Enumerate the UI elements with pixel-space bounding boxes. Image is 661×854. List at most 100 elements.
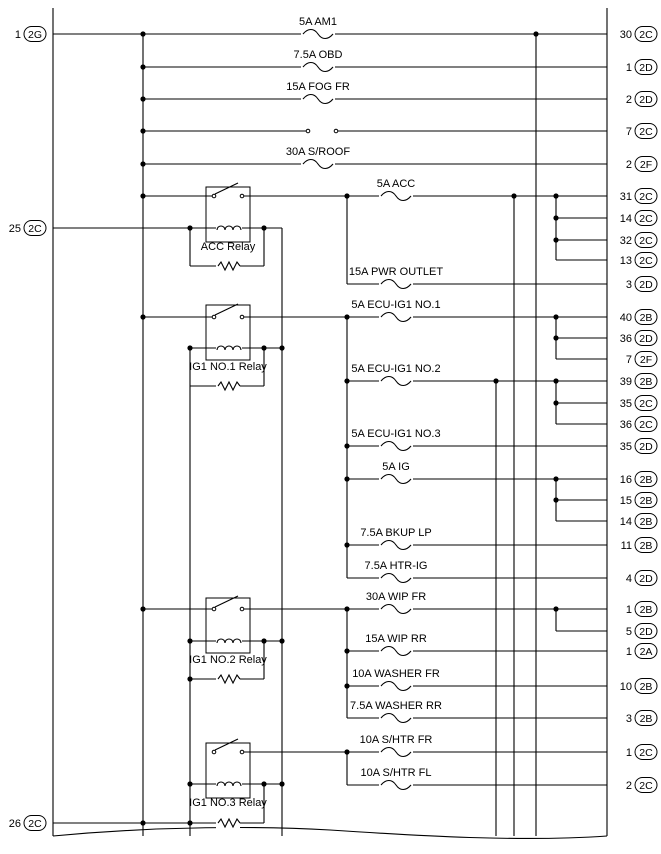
connector-badge [634, 123, 658, 139]
coil-gap [216, 779, 240, 789]
connector-pin: 2 [626, 780, 632, 792]
connector-pin: 36 [620, 333, 632, 345]
connector-badge [634, 471, 658, 487]
connector-pin: 31 [620, 191, 632, 203]
connector-pin: 1 [626, 747, 632, 759]
junction-dot [553, 215, 559, 221]
connector-id: 2D [639, 62, 653, 74]
connector-id: 2F [640, 354, 652, 366]
connector-badge [634, 395, 658, 411]
connector-pin: 10 [620, 681, 632, 693]
junction-dot [344, 193, 350, 199]
relay-label: IG1 NO.2 Relay [189, 654, 267, 666]
connector-badge [634, 744, 658, 760]
connector-pin: 1 [626, 646, 632, 658]
fuse-symbol [302, 28, 334, 40]
connector-id: 2D [639, 94, 653, 106]
fuse-label: 5A ECU-IG1 NO.3 [351, 428, 440, 440]
connector-badge [634, 570, 658, 586]
fuse-label: 30A WIP FR [366, 591, 426, 603]
fuse-symbol [302, 61, 334, 73]
connector-id: 2A [640, 646, 653, 658]
connector-badge [23, 26, 47, 42]
connector-id: 2B [640, 713, 653, 725]
fuse-symbol [380, 645, 412, 657]
connector-pin: 2 [626, 94, 632, 106]
connector-badge [634, 188, 658, 204]
connector-pin: 16 [620, 474, 632, 486]
junction-dot [344, 476, 350, 482]
connector-badge [634, 416, 658, 432]
junction-dot [187, 781, 193, 787]
junction-dots [140, 31, 559, 826]
connector-badge [634, 232, 658, 248]
connector-badge [634, 26, 658, 42]
junction-dot [140, 64, 146, 70]
connector-id: 2D [639, 279, 653, 291]
relay-box [205, 186, 251, 243]
resistor [217, 260, 241, 272]
junction-dot [187, 820, 193, 826]
connector-badge [634, 492, 658, 508]
relay-box [205, 597, 251, 654]
connector-badge [634, 438, 658, 454]
junction-dot [140, 606, 146, 612]
connector-pin: 7 [626, 354, 632, 366]
junction-dot [140, 161, 146, 167]
junction-dot [553, 378, 559, 384]
junction-dot [553, 400, 559, 406]
junction-dot [553, 193, 559, 199]
relay-contact [239, 606, 245, 612]
fuse-symbol [302, 158, 334, 170]
junction-dot [344, 314, 350, 320]
junction-dot [553, 314, 559, 320]
connector-id: 2C [639, 235, 653, 247]
frame-break-line [52, 826, 608, 840]
connector-id: 2C [639, 191, 653, 203]
junction-dot [187, 638, 193, 644]
junction-dot [553, 476, 559, 482]
junction-dot [140, 314, 146, 320]
connector-badge [634, 156, 658, 172]
fuse-label: 10A S/HTR FR [360, 734, 433, 746]
relay-contact [211, 314, 217, 320]
connector-id: 2D [639, 626, 653, 638]
junction-dot [553, 606, 559, 612]
fuse-symbol [380, 603, 412, 615]
connector-badge [634, 91, 658, 107]
connector-badge [634, 513, 658, 529]
junction-dot [344, 443, 350, 449]
fuse-symbol [380, 473, 412, 485]
fuse-label: 5A IG [382, 461, 410, 473]
connector-id: 2C [639, 255, 653, 267]
connector-pin: 2 [626, 159, 632, 171]
connector-badge [634, 601, 658, 617]
fuse-label: 15A FOG FR [286, 81, 350, 93]
fuse-symbol [380, 278, 412, 290]
coil-gap [216, 223, 240, 233]
connector-pin: 1 [626, 604, 632, 616]
junction-dot [140, 96, 146, 102]
fuse-symbol [380, 190, 412, 202]
fuse-symbol [380, 746, 412, 758]
connector-id: 2B [640, 516, 653, 528]
connector-pin: 35 [620, 398, 632, 410]
relay-switch-arm [214, 303, 239, 316]
connector-badge [634, 276, 658, 292]
fuse-label: 30A S/ROOF [286, 146, 350, 158]
connector-badge [634, 678, 658, 694]
resistor-gap [216, 817, 240, 829]
relay-coil [216, 638, 242, 644]
connector-pin: 26 [9, 818, 21, 830]
connector-badge [634, 330, 658, 346]
junction-dot [493, 378, 499, 384]
junction-dot [553, 335, 559, 341]
relay-contact [211, 606, 217, 612]
junction-dot [187, 345, 193, 351]
connector-id: 2C [639, 29, 653, 41]
relay-label: ACC Relay [201, 241, 256, 253]
